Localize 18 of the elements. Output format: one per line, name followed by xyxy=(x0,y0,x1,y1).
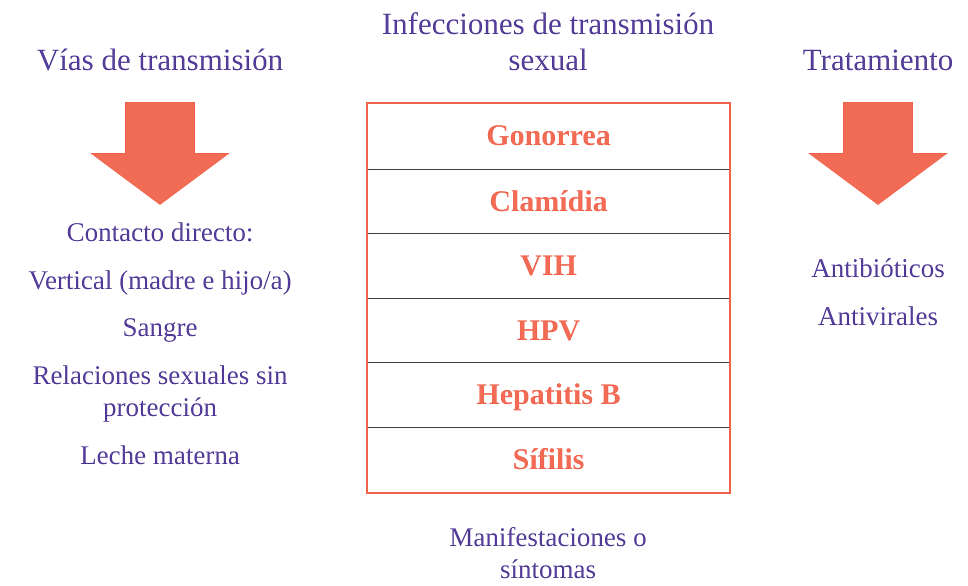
disease-name: Gonorrea xyxy=(486,119,611,153)
transmission-item: Contacto directo: xyxy=(66,216,254,248)
treatment-item: Antivirales xyxy=(817,300,939,332)
disease-table xyxy=(366,102,731,494)
table-heading: Infecciones de transmisión sexual xyxy=(380,6,716,78)
disease-name: Hepatitis B xyxy=(476,378,621,412)
column-heading: Vías de transmisión xyxy=(36,42,284,78)
table-footer: Manifestaciones o síntomas xyxy=(418,521,678,585)
disease-name: Clamídia xyxy=(489,184,608,219)
transmission-item: Leche materna xyxy=(79,439,241,471)
column-heading: Tratamiento xyxy=(802,42,954,78)
transmission-item: Relaciones sexuales sin protección xyxy=(32,359,288,423)
disease-name: Sífilis xyxy=(512,443,584,477)
transmission-item: Vertical (madre e hijo/a) xyxy=(27,264,293,296)
treatment-item: Antibióticos xyxy=(810,252,946,284)
disease-name: VIH xyxy=(520,249,577,284)
transmission-item: Sangre xyxy=(122,311,198,343)
disease-name: HPV xyxy=(516,314,580,348)
